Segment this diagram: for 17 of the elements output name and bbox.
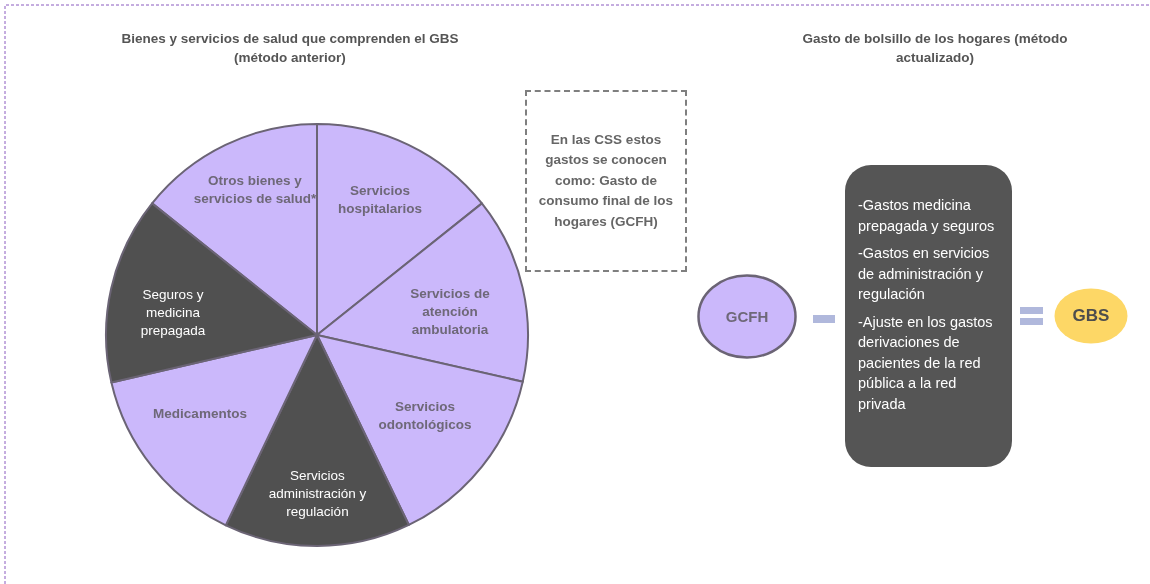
heading: Bienes y servicios de salud que comprenden el GBS (método anterior) xyxy=(120,30,460,67)
panel-text: -Gastos medicina prepagada y seguros xyxy=(858,196,996,236)
slice-label: Servicios de atención ambulatoria xyxy=(409,285,491,339)
panel-text: -Gastos en servicios de administración y regulación xyxy=(858,244,991,304)
rounded-panel xyxy=(845,165,1012,467)
term-label: GCFH xyxy=(724,306,770,327)
note-box xyxy=(525,90,687,272)
slice-label: Servicios odontológicos xyxy=(377,398,473,434)
panel-text: -Ajuste en los gastos derivaciones de pacientes de la red pública a la red privada xyxy=(858,312,994,414)
heading: Gasto de bolsillo de los hogares (método actualizado) xyxy=(801,30,1069,67)
slice-label: Servicios administración y regulación xyxy=(267,467,368,521)
slice-label: Seguros y medicina prepagada xyxy=(139,286,207,340)
term-label: GBS xyxy=(1071,306,1111,326)
note-text: En las CSS estos gastos se conocen como: Gasto de consumo final de los hogares (GCFH) xyxy=(538,130,674,231)
slice-label: Medicamentos xyxy=(152,405,248,423)
slice-label: Otros bienes y servicios de salud* xyxy=(192,172,318,208)
slice-label: Servicios hospitalarios xyxy=(337,182,423,218)
